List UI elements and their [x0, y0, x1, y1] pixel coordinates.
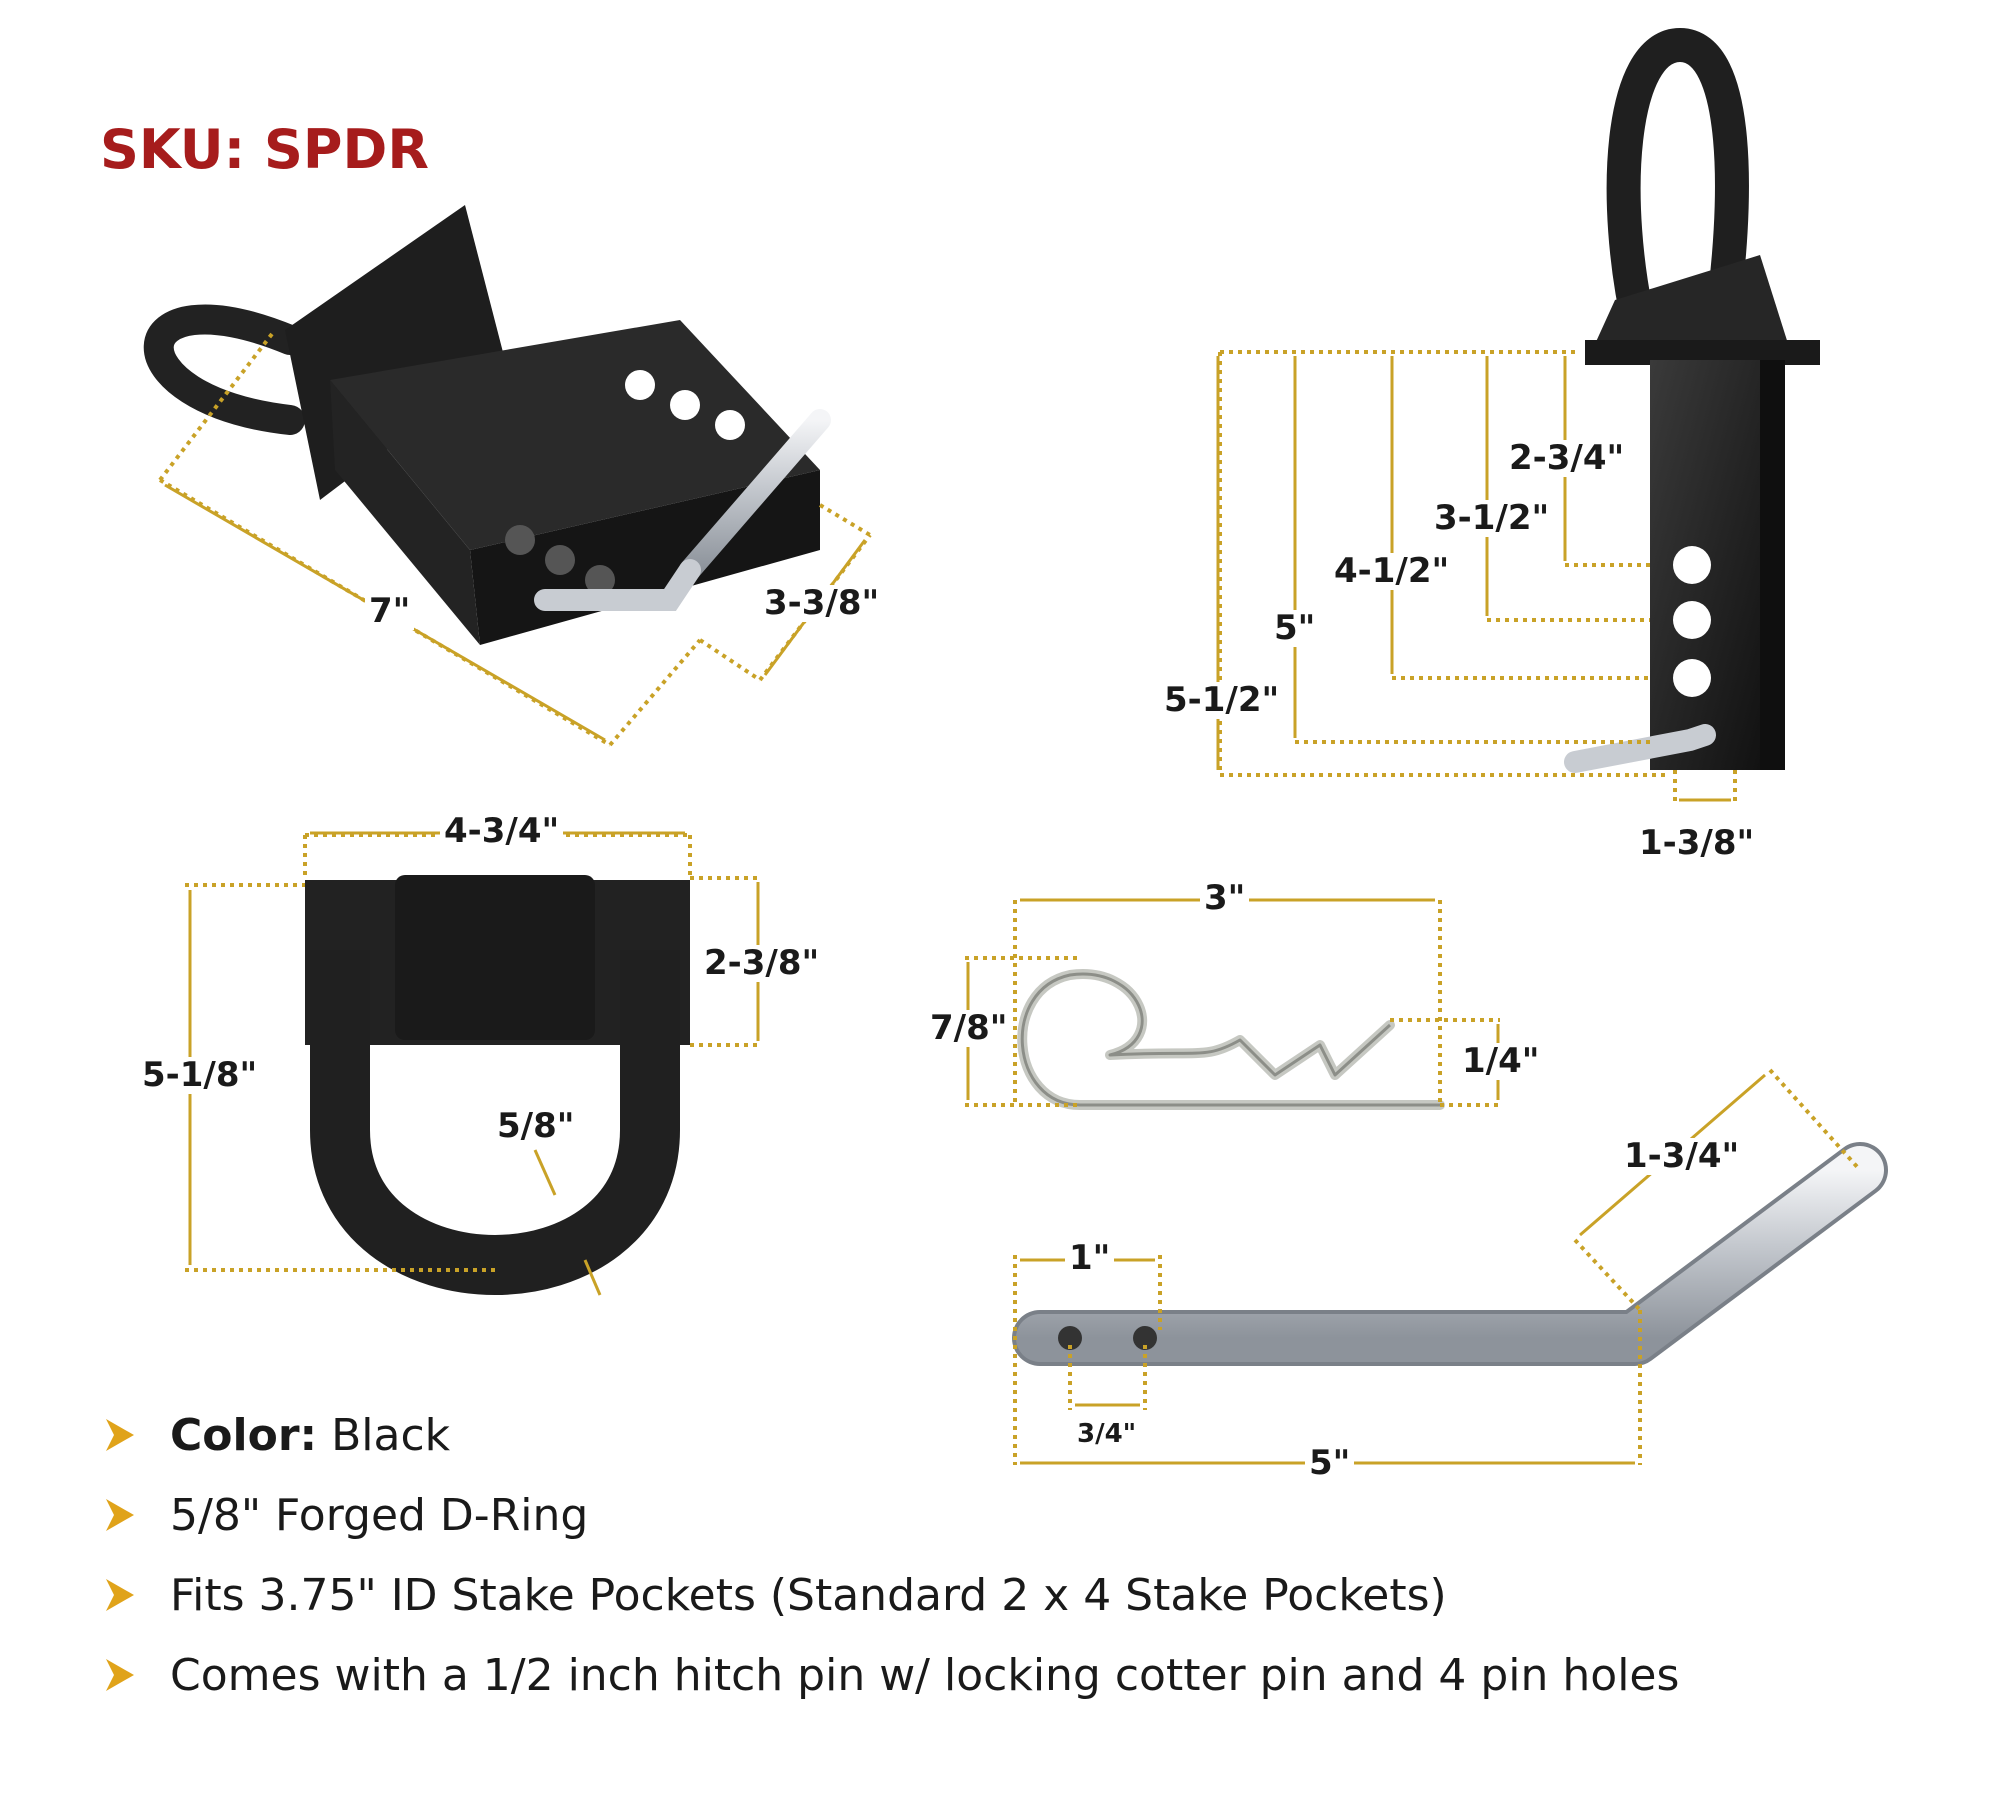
dim-pocket-width: 3-3/8" [760, 584, 884, 623]
dim-ring-diameter: 5/8" [493, 1107, 579, 1146]
feature-text: Comes with a 1/2 inch hitch pin w/ locki… [170, 1649, 1680, 1701]
dim-pin-position: 5" [1270, 609, 1320, 648]
dim-body-length: 5-1/2" [1160, 681, 1284, 720]
chevron-right-icon [106, 1499, 134, 1531]
dim-body-depth: 1-3/8" [1635, 824, 1759, 863]
dim-pin-handle: 1-3/4" [1620, 1137, 1744, 1176]
feature-text: Fits 3.75" ID Stake Pockets (Standard 2 … [170, 1569, 1447, 1621]
dim-hole-1: 2-3/4" [1505, 439, 1629, 478]
dim-pin-hole-spacing: 3/4" [1073, 1420, 1141, 1449]
dim-clip-height: 7/8" [926, 1009, 1012, 1048]
dim-hole-3: 4-1/2" [1330, 552, 1454, 591]
feature-item-d-ring: 5/8" Forged D-Ring [100, 1475, 1900, 1555]
chevron-right-icon [106, 1659, 134, 1691]
feature-list: Color: Black 5/8" Forged D-Ring Fits 3.7… [100, 1395, 1900, 1715]
feature-text: 5/8" Forged D-Ring [170, 1489, 589, 1541]
feature-item-color: Color: Black [100, 1395, 1900, 1475]
sku-label: SKU: SPDR [100, 118, 429, 181]
dim-overall-height: 5-1/8" [138, 1056, 262, 1095]
dim-pin-length: 5" [1305, 1444, 1355, 1483]
stake-pocket-side-view [1564, 27, 1820, 773]
dim-plate-width: 4-3/4" [440, 812, 564, 851]
dim-clip-length: 3" [1200, 879, 1250, 918]
chevron-right-icon [106, 1419, 134, 1451]
chevron-right-icon [106, 1579, 134, 1611]
cotter-clip [1017, 969, 1445, 1110]
feature-item-fit: Fits 3.75" ID Stake Pockets (Standard 2 … [100, 1555, 1900, 1635]
hitch-pin [1012, 1142, 1888, 1366]
dim-hole-2: 3-1/2" [1430, 499, 1554, 538]
dim-pin-end: 1" [1065, 1239, 1115, 1278]
dim-plate-height: 2-3/8" [700, 944, 824, 983]
feature-item-pin: Comes with a 1/2 inch hitch pin w/ locki… [100, 1635, 1900, 1715]
feature-label: Color: Black [170, 1409, 451, 1461]
stake-pocket-angled-view [143, 205, 831, 645]
d-ring-front-view [305, 875, 690, 1295]
dim-clip-gap: 1/4" [1458, 1042, 1544, 1081]
dim-pocket-length: 7" [365, 592, 415, 631]
